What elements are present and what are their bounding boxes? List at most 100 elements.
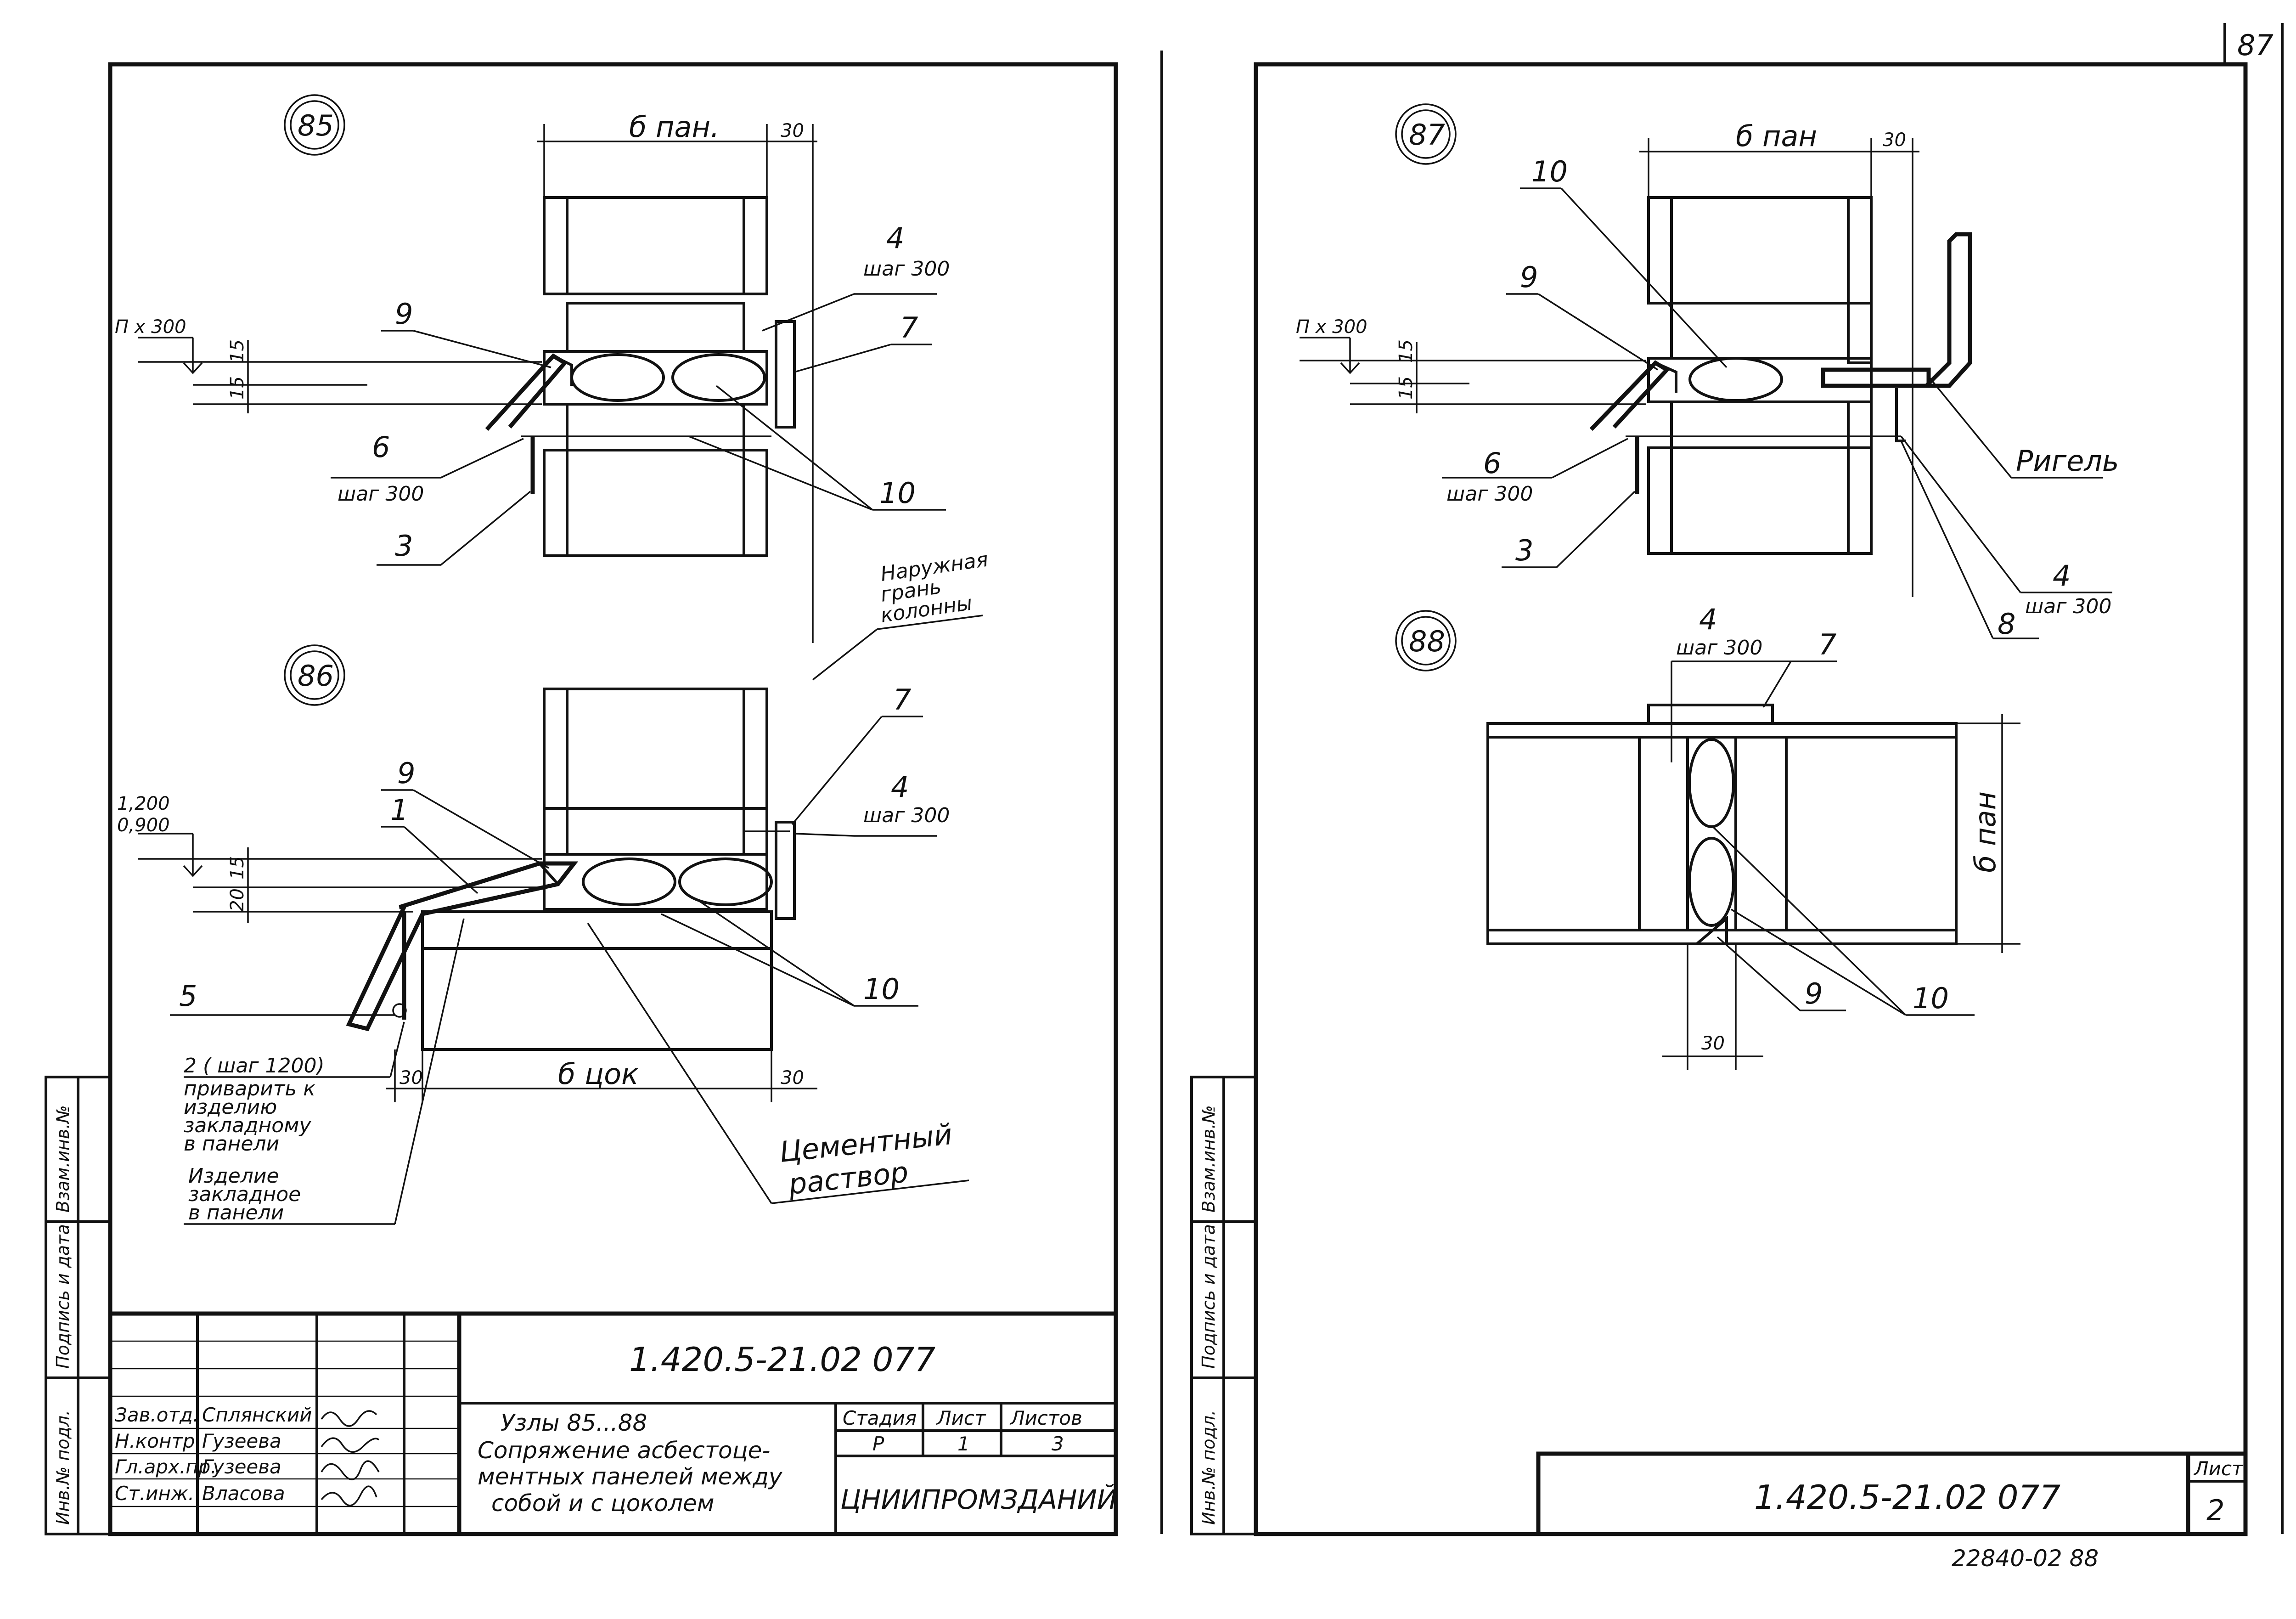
d88-leader-10a — [1712, 826, 1907, 1016]
d86-note-weld-4: закладному — [184, 1114, 311, 1137]
left-stamp-inv: Инв.№ подл. — [53, 1410, 73, 1525]
d85-leader-10a — [715, 385, 873, 511]
d85-dim-30: 30 — [781, 120, 804, 141]
right-stamp-sign: Подпись и дата — [1199, 1224, 1219, 1369]
d88-dim-30: 30 — [1701, 1033, 1725, 1054]
d87-upper-panel-skin-inner — [1647, 196, 1673, 305]
d88-callout-9: 9 — [1805, 977, 1823, 1010]
right-title-block: 1.420.5-21.02 077 Лист 2 — [1536, 1451, 2248, 1536]
d85-step-label: П х 300 — [115, 316, 186, 338]
left-tb-name-2: Гузеева — [202, 1430, 281, 1452]
d86-level-arrow-head — [183, 865, 203, 877]
right-stamp-inv: Инв.№ подл. — [1199, 1410, 1219, 1525]
right-side-stamp: Инв.№ подл. Подпись и дата Взам.инв.№ — [1190, 1076, 1257, 1535]
d86-level-0900: 0,900 — [117, 815, 170, 836]
d87-step-note-4: шаг 300 — [2025, 595, 2111, 618]
d87-dim-30: 30 — [1883, 130, 1906, 151]
d86-plinth — [421, 947, 773, 1051]
left-tb-title-1: Узлы 85...88 — [501, 1410, 647, 1436]
detail-86-marker-outer — [284, 644, 345, 706]
d85-leader-10b — [688, 435, 873, 511]
left-title-block: 1.420.5-21.02 077 Зав.отд. Н.контр. Гл.а… — [108, 1311, 1118, 1536]
detail-88: 88 б пан 30 4 — [1395, 603, 2020, 1070]
detail-88-number: 88 — [1409, 625, 1445, 658]
d85-seal-right — [671, 353, 766, 402]
left-tb-name-1: Сплянский — [202, 1404, 312, 1426]
d87-leader-9 — [1538, 293, 1658, 371]
d88-leader-10b — [1731, 908, 1906, 1016]
left-tb-role-2: Н.контр. — [115, 1430, 201, 1452]
d85-callout-10: 10 — [879, 476, 916, 510]
d87-callout-8: 8 — [1998, 607, 2015, 641]
d86-seal-right — [678, 857, 773, 906]
d85-lower-panel-skin-inner — [543, 449, 568, 557]
d85-callout-6: 6 — [372, 430, 390, 464]
d86-seal-triangle — [536, 862, 577, 886]
d86-outer-bracket — [775, 821, 796, 920]
footer-code: 22840-02 88 — [1952, 1545, 2099, 1572]
left-tb-stage-label: Стадия — [843, 1407, 917, 1429]
d85-leader-4 — [762, 293, 855, 332]
left-tb-title-4: собой и с цоколем — [491, 1490, 715, 1517]
d86-callout-4: 4 — [891, 770, 909, 804]
d87-lower-panel-skin-outer — [1847, 401, 1873, 555]
d87-rigel-web — [1921, 232, 1972, 388]
d86-note-embed-2: закладное — [188, 1183, 301, 1206]
d85-dim-15b: 15 — [227, 376, 248, 400]
d86-callout-1: 1 — [390, 793, 408, 827]
d88-dim-panel: б пан — [1969, 791, 2002, 873]
detail-86: 86 1,200 0,9 — [117, 644, 969, 1225]
detail-88-marker-inner — [1401, 616, 1451, 666]
d85-upper-panel-skin-inner — [543, 196, 568, 295]
d86-note-embed-leader — [394, 918, 465, 1224]
d85-step-note-4: шаг 300 — [863, 257, 950, 281]
d87-leader-10 — [1560, 187, 1728, 368]
d86-seal-left — [582, 857, 676, 906]
d86-note-weld-leader — [389, 1021, 405, 1077]
d88-seal-top — [1688, 738, 1735, 828]
d85-dim-15a: 15 — [227, 339, 248, 363]
d85-leader-7 — [794, 344, 891, 373]
d87-dim-15a: 15 — [1396, 339, 1417, 363]
d85-column-note-shelf — [877, 615, 983, 630]
d85-level-arrow-head — [183, 362, 203, 374]
d86-dim-30a: 30 — [400, 1067, 423, 1089]
d85-seal-triangle — [552, 355, 573, 386]
detail-85-marker-outer — [284, 94, 345, 156]
d87-leader-8 — [1900, 440, 1994, 639]
d85-callout-7: 7 — [900, 311, 918, 344]
d85-callout-4: 4 — [886, 221, 904, 255]
d86-note-weld-1: 2 ( шаг 1200) — [184, 1054, 325, 1077]
left-tb-sheets-label: Листов — [1009, 1407, 1082, 1429]
d87-lower-panel-skin-inner — [1647, 446, 1673, 555]
detail-87-marker-outer — [1395, 103, 1457, 165]
d85-callout-3: 3 — [395, 529, 413, 563]
d86-note-embed-1: Изделие — [188, 1164, 279, 1188]
right-sheet: 87 Инв.№ подл. Подпись и дата Взам.инв.№… — [1190, 23, 2284, 1572]
d86-leader-7 — [791, 716, 883, 825]
d87-dim-panel: б пан — [1736, 119, 1817, 153]
d87-leader-3 — [1556, 491, 1636, 568]
d87-callout-9: 9 — [1520, 260, 1538, 294]
right-title-block-frame — [1536, 1451, 2248, 1536]
d86-note-weld-5: в панели — [184, 1132, 279, 1156]
left-tb-sheets: 3 — [1052, 1433, 1064, 1455]
d87-callout-10: 10 — [1531, 155, 1568, 188]
d86-leader-4 — [794, 833, 855, 837]
left-tb-stage: Р — [872, 1433, 884, 1455]
d85-column-note-leader — [812, 628, 878, 681]
d86-dim-15: 15 — [227, 856, 248, 880]
left-tb-role-1: Зав.отд. — [115, 1404, 199, 1426]
d85-upper-panel-skin-outer — [743, 196, 768, 295]
left-stamp-replace: Взам.инв.№ — [53, 1105, 73, 1213]
d86-callout-7: 7 — [893, 683, 911, 716]
d87-leader-4 — [1900, 435, 2021, 593]
d87-rigel-label: Ригель — [2016, 444, 2119, 478]
right-stamp-replace: Взам.инв.№ — [1199, 1105, 1219, 1213]
d87-clip-8 — [1895, 388, 1906, 442]
left-tb-title-2: Сопряжение асбестоце- — [478, 1437, 770, 1464]
d86-note-embed-3: в панели — [188, 1201, 284, 1224]
left-tb-doc-code: 1.420.5-21.02 077 — [629, 1340, 935, 1379]
d88-step-note: шаг 300 — [1676, 636, 1762, 660]
